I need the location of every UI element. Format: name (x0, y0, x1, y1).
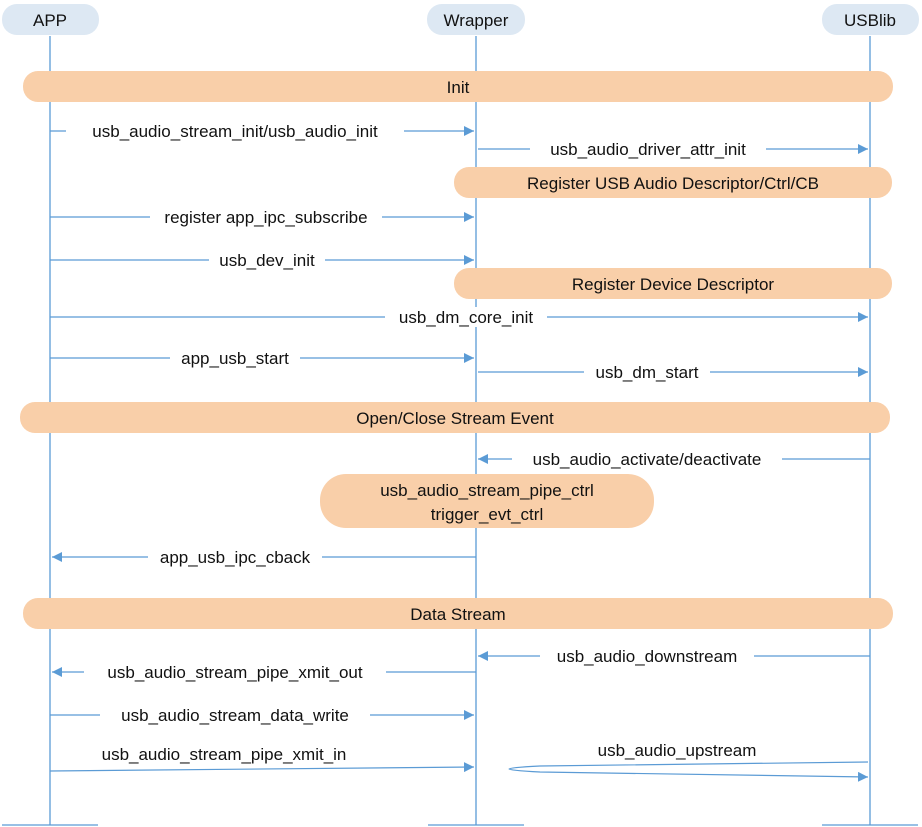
message-label-xmit-out: usb_audio_stream_pipe_xmit_out (107, 663, 362, 682)
message-label-upstream: usb_audio_upstream (598, 741, 757, 760)
note-register-device-label: Register Device Descriptor (572, 275, 775, 294)
message-label-dev-init: usb_dev_init (219, 251, 315, 270)
message-label-driver-attr-init: usb_audio_driver_attr_init (550, 140, 746, 159)
section-init: Init (23, 71, 893, 102)
section-data-stream: Data Stream (23, 598, 893, 629)
section-open-close: Open/Close Stream Event (20, 402, 890, 433)
note-register-usb-audio-label: Register USB Audio Descriptor/Ctrl/CB (527, 174, 819, 193)
participant-app-label: APP (33, 11, 67, 30)
note-pipe-ctrl-line-1: usb_audio_stream_pipe_ctrl (380, 481, 594, 500)
participant-wrapper-label: Wrapper (444, 11, 509, 30)
message-label-ipc-cback: app_usb_ipc_cback (160, 548, 311, 567)
message-label-data-write: usb_audio_stream_data_write (121, 706, 349, 725)
note-register-device: Register Device Descriptor (454, 268, 892, 299)
participant-app: APP (2, 4, 99, 35)
section-init-label: Init (447, 78, 470, 97)
note-register-usb-audio: Register USB Audio Descriptor/Ctrl/CB (454, 167, 892, 198)
participant-usblib-label: USBlib (844, 11, 896, 30)
message-label-stream-init: usb_audio_stream_init/usb_audio_init (92, 122, 378, 141)
messages: usb_audio_stream_init/usb_audio_init usb… (49, 121, 870, 782)
message-arrow-xmit-in (49, 762, 475, 773)
note-pipe-ctrl: usb_audio_stream_pipe_ctrl trigger_evt_c… (320, 474, 654, 528)
message-label-usb-start: app_usb_start (181, 349, 289, 368)
message-label-dm-core-init: usb_dm_core_init (399, 308, 533, 327)
message-label-downstream: usb_audio_downstream (557, 647, 738, 666)
message-label-activate: usb_audio_activate/deactivate (533, 450, 762, 469)
message-label-dm-start: usb_dm_start (596, 363, 699, 382)
message-label-ipc-subscribe: register app_ipc_subscribe (164, 208, 367, 227)
participant-usblib: USBlib (822, 4, 919, 35)
section-open-close-label: Open/Close Stream Event (356, 409, 554, 428)
message-label-xmit-in: usb_audio_stream_pipe_xmit_in (102, 745, 347, 764)
message-arrow-upstream (508, 761, 869, 782)
participant-wrapper: Wrapper (427, 4, 525, 35)
section-data-stream-label: Data Stream (410, 605, 505, 624)
note-pipe-ctrl-line-2: trigger_evt_ctrl (431, 505, 543, 524)
